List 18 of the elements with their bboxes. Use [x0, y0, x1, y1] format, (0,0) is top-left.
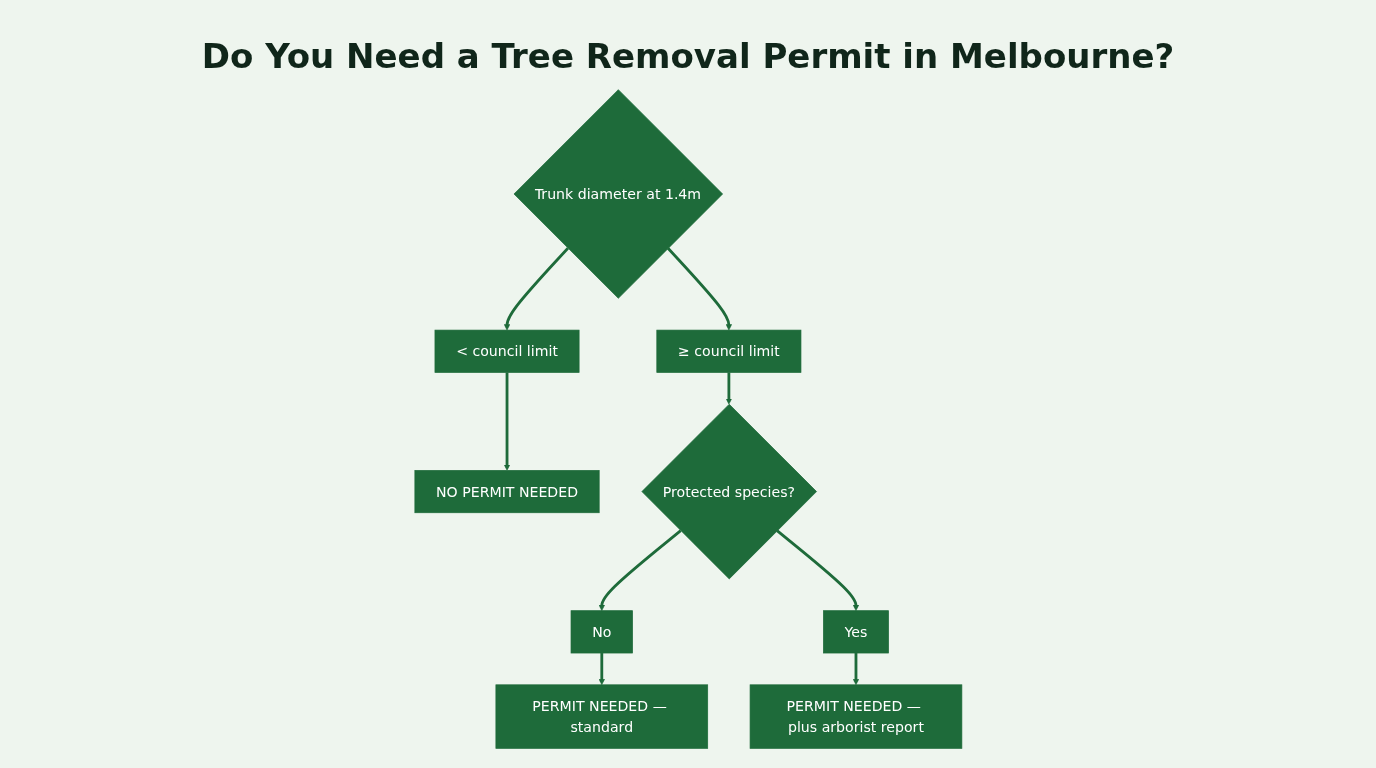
node-box: Yes	[822, 610, 889, 654]
title: Do You Need a Tree Removal Permit in Melbourne?	[200, 35, 1176, 78]
arrow	[598, 529, 682, 611]
node-box: No	[570, 610, 633, 654]
arrow	[666, 247, 732, 331]
arrow	[503, 372, 510, 471]
arrow	[775, 529, 859, 611]
arrow	[725, 372, 732, 405]
node-box: < council limit	[434, 329, 580, 373]
node-box: ≥ council limit	[656, 329, 801, 373]
node-diamond: Protected species?	[641, 403, 817, 580]
node-box: NO PERMIT NEEDED	[414, 470, 600, 514]
arrow	[503, 247, 569, 331]
arrow	[852, 653, 859, 686]
node-box: PERMIT NEEDED — standard	[495, 684, 708, 749]
node-box: PERMIT NEEDED — plus arborist report	[749, 684, 962, 749]
node-diamond: Trunk diameter at 1.4m	[513, 89, 723, 299]
arrow	[598, 653, 605, 686]
